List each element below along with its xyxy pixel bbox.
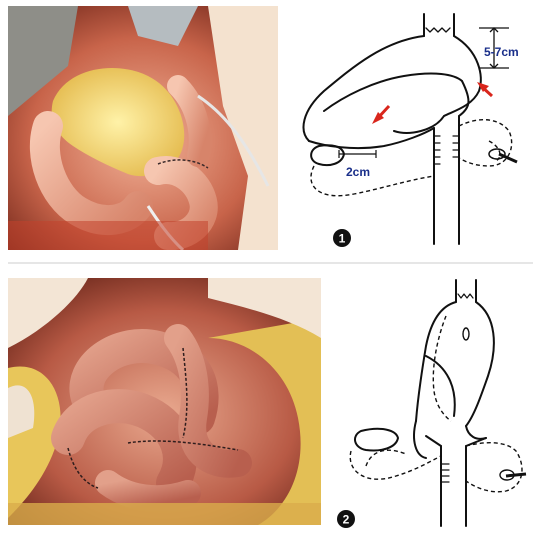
- red-arrow-icon: [372, 106, 389, 124]
- surgical-photo-1: [8, 6, 278, 250]
- svg-text:1: 1: [339, 232, 346, 246]
- surgical-photo-2: [8, 278, 321, 525]
- svg-text:2: 2: [343, 513, 350, 527]
- surgical-photo-2-image: [8, 278, 321, 525]
- surgical-photo-1-image: [8, 6, 278, 250]
- panel-divider: [8, 262, 533, 264]
- anastomosis-diagram-1: 5-7cm 2cm 1: [284, 6, 533, 250]
- diagram-2-drawing: 2: [326, 276, 533, 533]
- dimension-label-bottom: 2cm: [346, 165, 370, 179]
- dimension-label-top: 5-7cm: [484, 45, 519, 59]
- figure-number-badge-2: 2: [337, 510, 355, 528]
- diagram-1-drawing: 5-7cm 2cm 1: [284, 6, 533, 250]
- anastomosis-diagram-2: 2: [326, 276, 533, 533]
- figure-number-badge-1: 1: [333, 229, 351, 247]
